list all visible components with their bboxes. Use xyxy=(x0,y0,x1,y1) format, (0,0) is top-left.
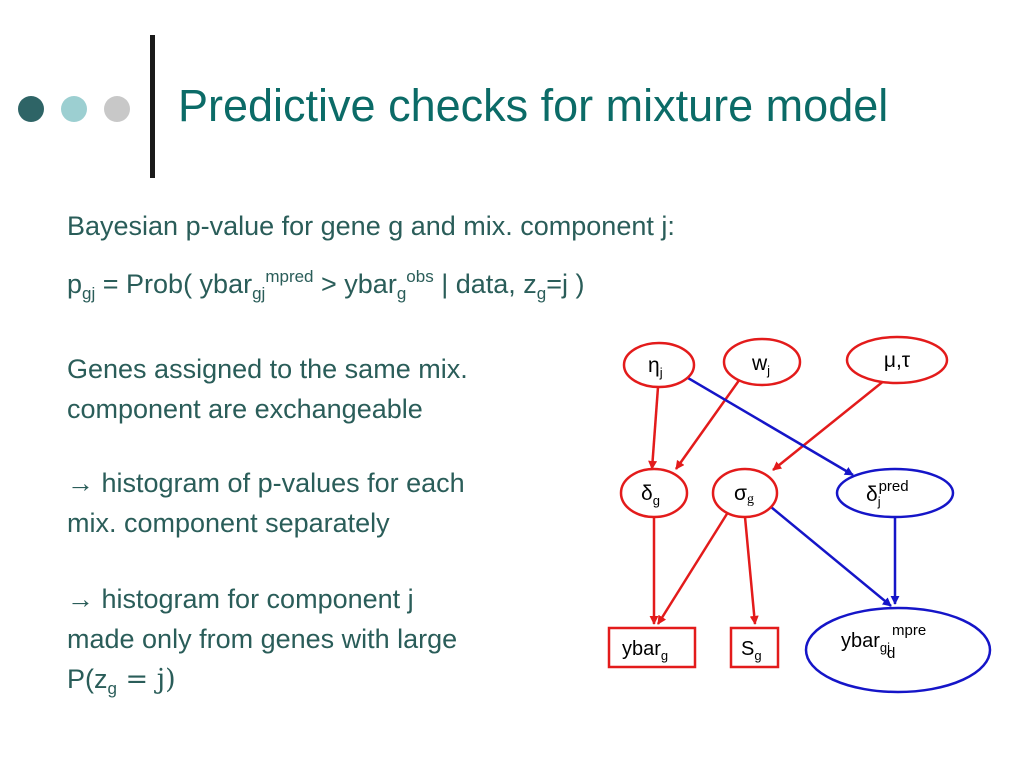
pz-pre: P(z xyxy=(67,664,108,694)
formula-p: p xyxy=(67,269,83,299)
edge-sigma-to-ybar xyxy=(656,508,732,625)
paragraph-histogram-component-3: P(zg = j) xyxy=(67,659,176,709)
node-ybar-mpred: ybargjmpre d xyxy=(804,606,992,694)
edge-mutau-to-sigma xyxy=(772,379,886,471)
node-mu-tau: μ,τ xyxy=(845,335,949,385)
eta-sub: j xyxy=(659,365,663,380)
paragraph-histogram-each-1: → histogram of p-values for each xyxy=(67,468,465,498)
formula-prob: = Prob( ybar xyxy=(95,269,253,299)
ybar-mpred-sup: mpre xyxy=(892,622,926,639)
formula-end: =j ) xyxy=(546,269,585,299)
mu-tau-label: μ,τ xyxy=(884,349,911,372)
formula-rest: | data, z xyxy=(433,269,537,299)
node-s-g: Sg xyxy=(729,626,780,669)
edge-sigma-to-ybar-mpred xyxy=(770,506,892,607)
bullet-line-1: Bayesian p-value for gene g and mix. com… xyxy=(67,211,675,241)
node-sigma-g: σg xyxy=(711,467,779,519)
delta-g-sub: g xyxy=(653,493,660,508)
edge-w-to-delta xyxy=(674,378,742,470)
node-delta-g: δg xyxy=(619,467,689,519)
svg-text:δjpred: δjpred xyxy=(866,478,909,509)
delta-g-symbol: δ xyxy=(641,482,653,505)
edge-eta-to-delta xyxy=(648,386,660,470)
header-dot-light xyxy=(104,96,130,122)
paragraph-histogram-each-2: mix. component separately xyxy=(67,508,390,538)
bullet-line-2-formula: pgj = Prob( ybargjmpred > ybargobs | dat… xyxy=(67,257,585,314)
svg-text:ybargjmpre: ybargjmpre xyxy=(841,622,926,655)
sigma-g-sub: g xyxy=(747,492,754,507)
node-w: wj xyxy=(722,337,802,387)
formula-p-sub: gj xyxy=(82,284,96,303)
edge-sigma-to-s xyxy=(743,516,759,625)
ybar-mpred-sub: gj xyxy=(880,640,890,655)
svg-text:σg: σg xyxy=(734,482,754,507)
node-delta-pred: δjpred xyxy=(835,467,955,519)
formula-z-sub: g xyxy=(536,284,547,303)
eta-symbol: η xyxy=(648,354,660,377)
ybar-mpred-extra: d xyxy=(887,645,895,662)
header-dot-medium xyxy=(61,96,87,122)
paragraph-exchangeable-1: Genes assigned to the same mix. xyxy=(67,354,468,384)
node-eta: ηj xyxy=(622,341,696,389)
svg-text:ybarg: ybarg xyxy=(622,638,668,663)
ybar-g-symbol: ybar xyxy=(622,638,661,660)
edge-eta-to-delta-pred xyxy=(687,376,854,477)
svg-text:wj: wj xyxy=(751,352,770,378)
svg-text:Sg: Sg xyxy=(741,638,762,663)
s-g-symbol: S xyxy=(741,638,754,660)
paragraph-histogram-component-2: made only from genes with large xyxy=(67,624,458,654)
paragraph-histogram-component-1: → histogram for component j xyxy=(67,584,414,614)
header-dot-dark xyxy=(18,96,44,122)
svg-text:ηj: ηj xyxy=(648,354,663,380)
delta-pred-sub: j xyxy=(877,494,881,509)
delta-pred-symbol: δ xyxy=(866,483,878,506)
formula-ybar2-sup: obs xyxy=(406,267,434,286)
ybar-g-sub: g xyxy=(661,648,668,663)
delta-pred-sup: pred xyxy=(879,478,909,495)
w-sub: j xyxy=(766,363,770,378)
ybar-mpred-symbol: ybar xyxy=(841,630,880,652)
s-g-sub: g xyxy=(754,648,761,663)
slide-title: Predictive checks for mixture model xyxy=(178,80,889,131)
pz-sub: g xyxy=(107,679,117,698)
sigma-g-symbol: σ xyxy=(734,482,747,505)
formula-gt: > ybar xyxy=(313,269,397,299)
formula-ybar2-sub: g xyxy=(396,284,407,303)
formula-ybar-sub: gj xyxy=(252,284,266,303)
node-ybar-g: ybarg xyxy=(607,626,697,669)
formula-ybar-sup: mpred xyxy=(265,267,314,286)
header-divider xyxy=(150,35,155,178)
w-symbol: w xyxy=(751,352,768,375)
svg-text:δg: δg xyxy=(641,482,660,508)
paragraph-exchangeable-2: component are exchangeable xyxy=(67,394,423,424)
pz-post: = j) xyxy=(116,664,176,695)
